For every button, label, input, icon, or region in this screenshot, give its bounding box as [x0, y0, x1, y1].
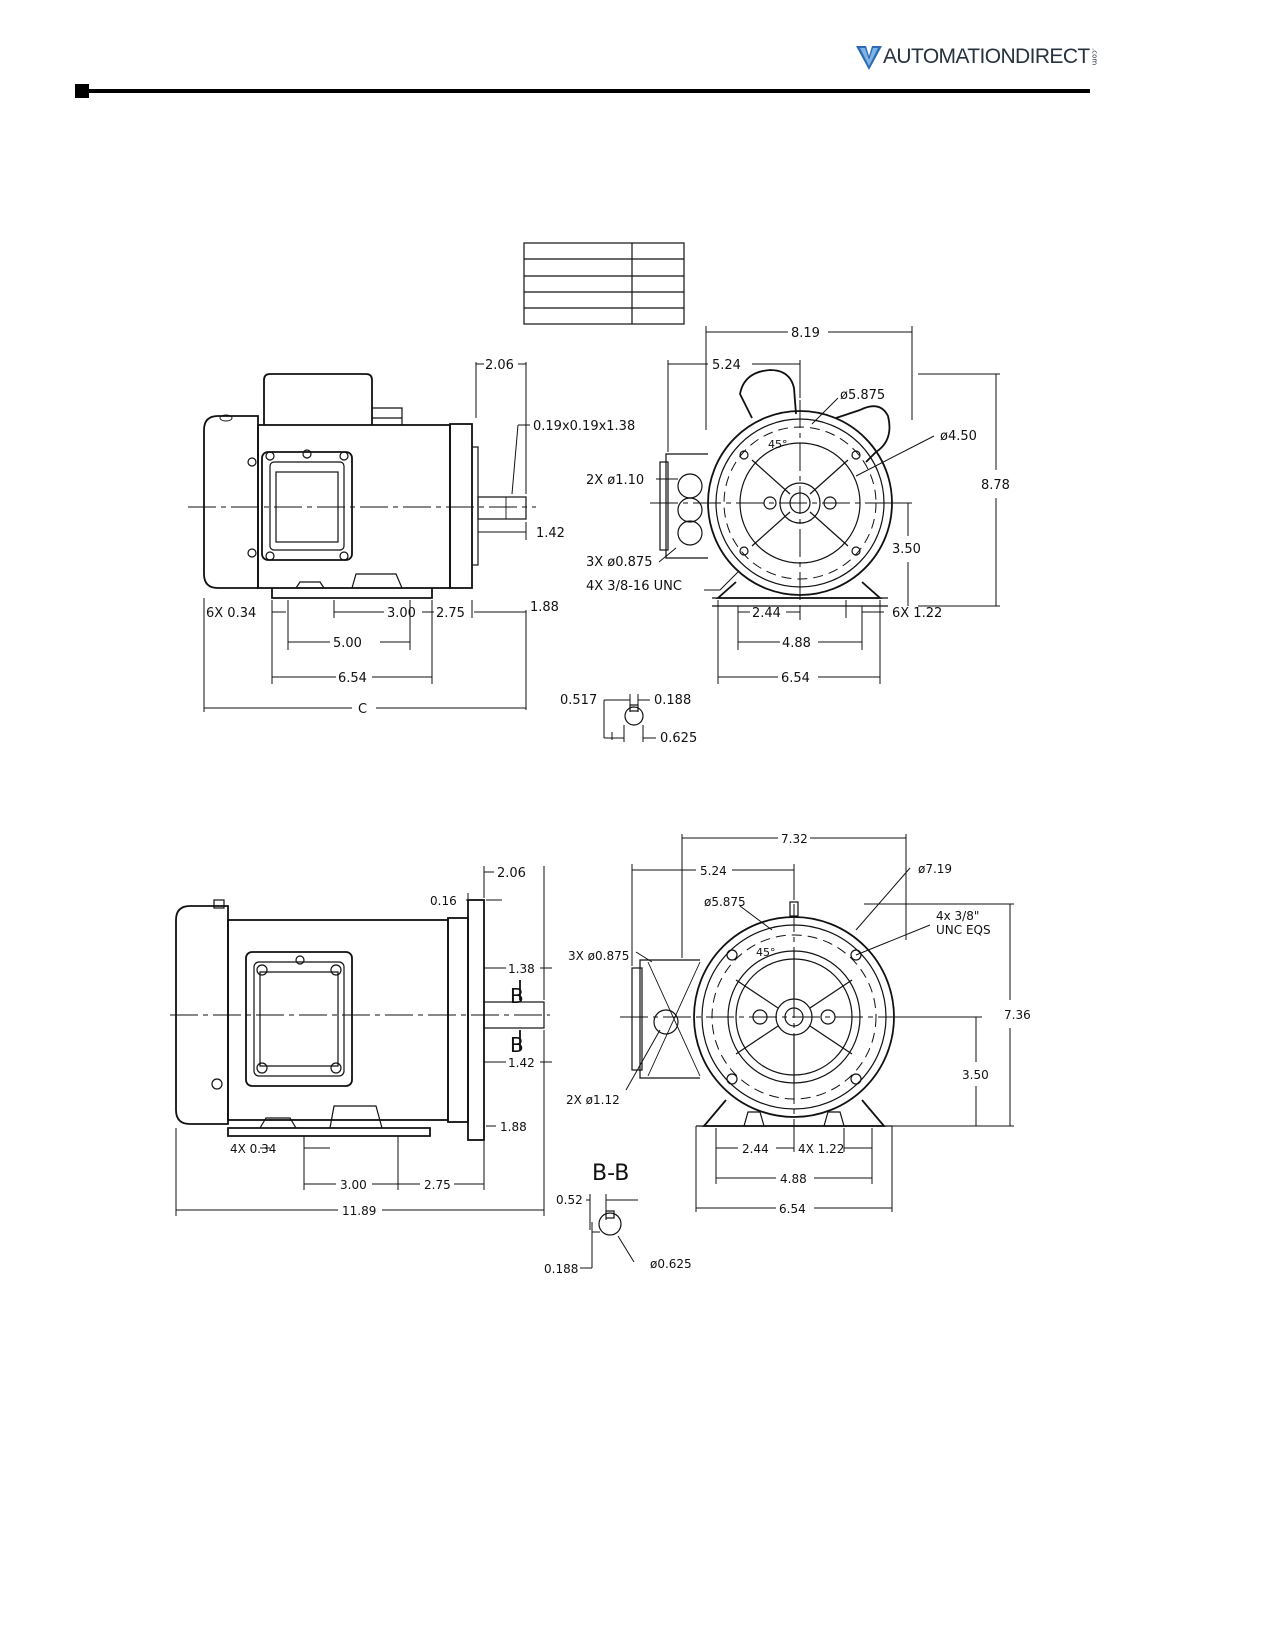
dim-foot-to-face: 2.75 [436, 606, 465, 621]
brand-logo: AUTOMATIONDIRECT .com [856, 42, 1099, 72]
end-view-2 [620, 901, 906, 1130]
dim-overall-width-2: 7.32 [781, 832, 808, 846]
dim-height-2: 7.36 [1004, 1008, 1031, 1022]
dim-bolt-angle: 45° [768, 438, 788, 451]
dimension-table [523, 242, 685, 325]
dim-base-holes: 4.88 [782, 636, 811, 651]
section-mark-bottom: B [510, 1033, 524, 1057]
dim-shaft-extension: 2.06 [485, 358, 514, 373]
end-view-1 [650, 369, 904, 610]
dim-flange-thickness: 0.16 [430, 894, 457, 908]
dim-foot-slots-2: 4X 1.22 [798, 1142, 844, 1156]
dim-tapped-holes: 4X 3/8-16 UNC [586, 579, 682, 594]
dim-bolt-angle-2: 45° [756, 946, 776, 959]
dim-base-holes-2: 4.88 [780, 1172, 807, 1186]
dim-tapped-holes-2-line1: 4x 3/8" [936, 909, 979, 923]
dim-hole-spacing-2: 3.00 [340, 1178, 367, 1192]
dim-shaft-height-2: 3.50 [962, 1068, 989, 1082]
dim-center-offset-2: 5.24 [700, 864, 727, 878]
dim-shaft-height: 3.50 [892, 542, 921, 557]
dim-foot-slots: 6X 1.22 [892, 606, 942, 621]
dim-shaft-length: 1.42 [536, 526, 565, 541]
shaft-detail-1: 0.517 0.188 0.625 [560, 693, 697, 746]
dim-base-width: 6.54 [781, 671, 810, 686]
dim-center-offset: 5.24 [712, 358, 741, 373]
side-view-1-dimensions: 2.06 0.19x0.19x1.38 1.42 1.88 6X 0.34 3.… [203, 358, 635, 717]
dim-half-base-2: 2.44 [742, 1142, 769, 1156]
dim-shaft-extension-2: 2.06 [497, 866, 526, 881]
header-rule [75, 89, 1090, 93]
dim-overall-length: C [358, 702, 367, 717]
brand-suffix: .com [1090, 48, 1099, 66]
end-view-1-dimensions: 8.19 5.24 ø5.875 ø4.50 8.78 2X ø1.10 45°… [586, 326, 1010, 686]
dim-base-width-2: 6.54 [779, 1202, 806, 1216]
dim-center-height-2: 1.88 [500, 1120, 527, 1134]
dim-pilot-diameter-2: ø5.875 [704, 895, 746, 909]
dim-key-width: 0.188 [654, 693, 691, 708]
dim-conduit-holes: 2X ø1.10 [586, 473, 644, 488]
dim-overall-length-2: 11.89 [342, 1204, 376, 1218]
section-mark-top: B [510, 984, 524, 1008]
dim-conduit-holes-2: 2X ø1.12 [566, 1093, 620, 1107]
dim-foot-holes: 6X 0.34 [206, 606, 256, 621]
dim-base-length: 6.54 [338, 671, 367, 686]
dim-shaft-diameter: 0.625 [660, 731, 697, 746]
dim-three-holes: 3X ø0.875 [586, 555, 652, 570]
dim-three-holes-2: 3X ø0.875 [568, 949, 629, 963]
dim-key-depth: 0.517 [560, 693, 597, 708]
dim-key-size: 0.19x0.19x1.38 [533, 419, 635, 434]
dim-height: 8.78 [981, 478, 1010, 493]
dim-flange-diameter-2: ø7.19 [918, 862, 952, 876]
section-title: B-B [592, 1161, 629, 1186]
dim-pilot-diameter: ø5.875 [840, 388, 885, 403]
dim-foot-holes-2: 4X 0.34 [230, 1142, 276, 1156]
dim-lower-offset: 1.42 [508, 1056, 535, 1070]
brand-chevron-icon [856, 46, 882, 70]
dim-foot-span: 5.00 [333, 636, 362, 651]
section-shaft-diameter: ø0.625 [650, 1257, 692, 1271]
dim-tapped-holes-2-line2: UNC EQS [936, 923, 991, 937]
end-view-2-dimensions: 7.32 5.24 ø7.19 ø5.875 4x 3/8" UNC EQS 4… [566, 832, 1031, 1216]
dim-upper-offset: 1.38 [508, 962, 535, 976]
section-key-depth: 0.52 [556, 1193, 583, 1207]
brand-name: AUTOMATIONDIRECT [883, 45, 1090, 68]
section-b-b: B-B 0.52 0.188 ø0.625 [544, 1161, 692, 1276]
side-view-1 [188, 373, 536, 599]
dim-overall-width: 8.19 [791, 326, 820, 341]
dim-half-base: 2.44 [752, 606, 781, 621]
dim-hole-spacing: 3.00 [387, 606, 416, 621]
dim-center-height: 1.88 [530, 600, 559, 615]
side-view-2 [170, 899, 550, 1141]
dim-flange-diameter: ø4.50 [940, 429, 977, 444]
side-view-2-dimensions: 2.06 0.16 1.38 B B 1.42 1.88 4X 0.34 3.0… [175, 866, 552, 1218]
dim-foot-to-face-2: 2.75 [424, 1178, 451, 1192]
section-key-width: 0.188 [544, 1262, 578, 1276]
